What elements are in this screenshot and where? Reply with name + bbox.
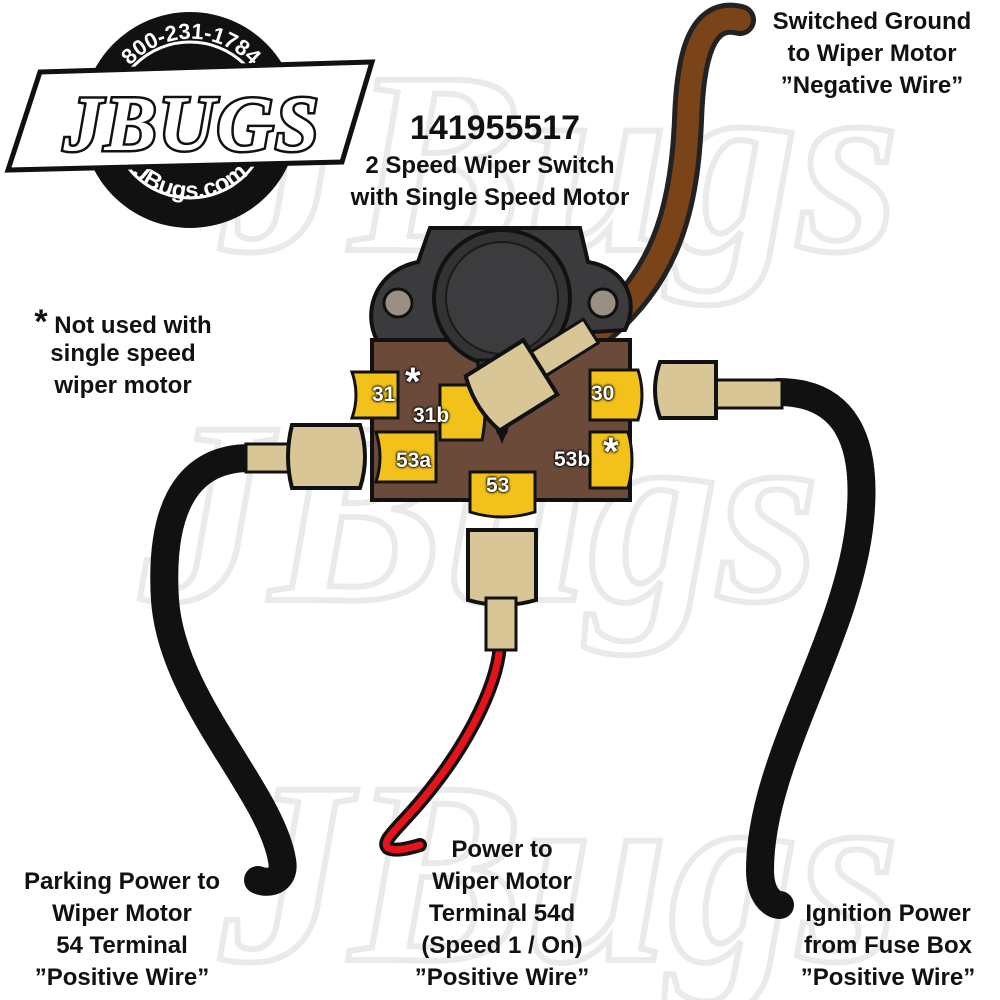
- asterisk-53b: *: [603, 430, 619, 474]
- label-terminal-53b: 53b: [554, 448, 591, 471]
- title-line-1: 2 Speed Wiper Switch: [365, 152, 615, 179]
- ignition-connector-sleeve: [714, 378, 784, 410]
- label-switched-ground: Switched Ground to Wiper Motor ”Negative…: [772, 8, 972, 99]
- label-terminal-30: 30: [591, 382, 615, 405]
- label-power-54d: Power to Wiper Motor Terminal 54d (Speed…: [414, 836, 590, 991]
- terminal-30: [588, 368, 644, 422]
- asterisk-31: *: [405, 360, 421, 404]
- title-block: 2 Speed Wiper Switch with Single Speed M…: [300, 150, 680, 214]
- brown-ground-wire-fill: [589, 7, 751, 341]
- not-used-note: * Not used with single speed wiper motor: [8, 303, 238, 402]
- switch-knob-face: [445, 241, 559, 355]
- title-line-2: with Single Speed Motor: [350, 184, 630, 211]
- logo-banner: [4, 59, 376, 173]
- ignition-connector: [653, 360, 718, 420]
- note-line-3: wiper motor: [54, 372, 192, 399]
- logo-brand: JBUGS: [62, 80, 320, 167]
- power-connector-sleeve: [484, 596, 518, 652]
- note-asterisk: *: [34, 303, 48, 341]
- part-number-text: 141955517: [409, 109, 581, 147]
- label-parking-power: Parking Power to Wiper Motor 54 Terminal…: [23, 868, 221, 991]
- note-line-2: single speed: [50, 340, 196, 367]
- terminal-53: [468, 470, 537, 519]
- label-terminal-53a: 53a: [396, 449, 432, 472]
- note-line-1: * Not used with: [34, 303, 212, 341]
- watermark-text-bottom: JBugs: [216, 729, 899, 1000]
- connectors: [244, 317, 784, 652]
- jbugs-logo: 800-231-1784 JBugs.com JBUGS: [4, 12, 376, 228]
- mount-screw-right: [587, 287, 619, 319]
- wiper-switch: [349, 226, 644, 519]
- ground-connector: [463, 337, 561, 433]
- label-terminal-31: 31: [372, 383, 396, 406]
- parking-connector: [286, 423, 367, 490]
- part-number: 141955517: [330, 108, 660, 148]
- parking-wire: [150, 444, 297, 896]
- label-ignition-power: Ignition Power from Fuse Box ”Positive W…: [800, 900, 976, 991]
- terminal-31: [349, 370, 400, 420]
- label-terminal-31b: 31b: [413, 404, 450, 427]
- terminal-53b: [588, 430, 634, 490]
- terminal-53a: [373, 430, 438, 484]
- ignition-wire: [745, 378, 876, 919]
- mount-screw-left: [382, 287, 414, 319]
- red-power-wire-fill: [382, 636, 504, 854]
- power-connector: [466, 528, 538, 607]
- label-terminal-53: 53: [486, 474, 510, 497]
